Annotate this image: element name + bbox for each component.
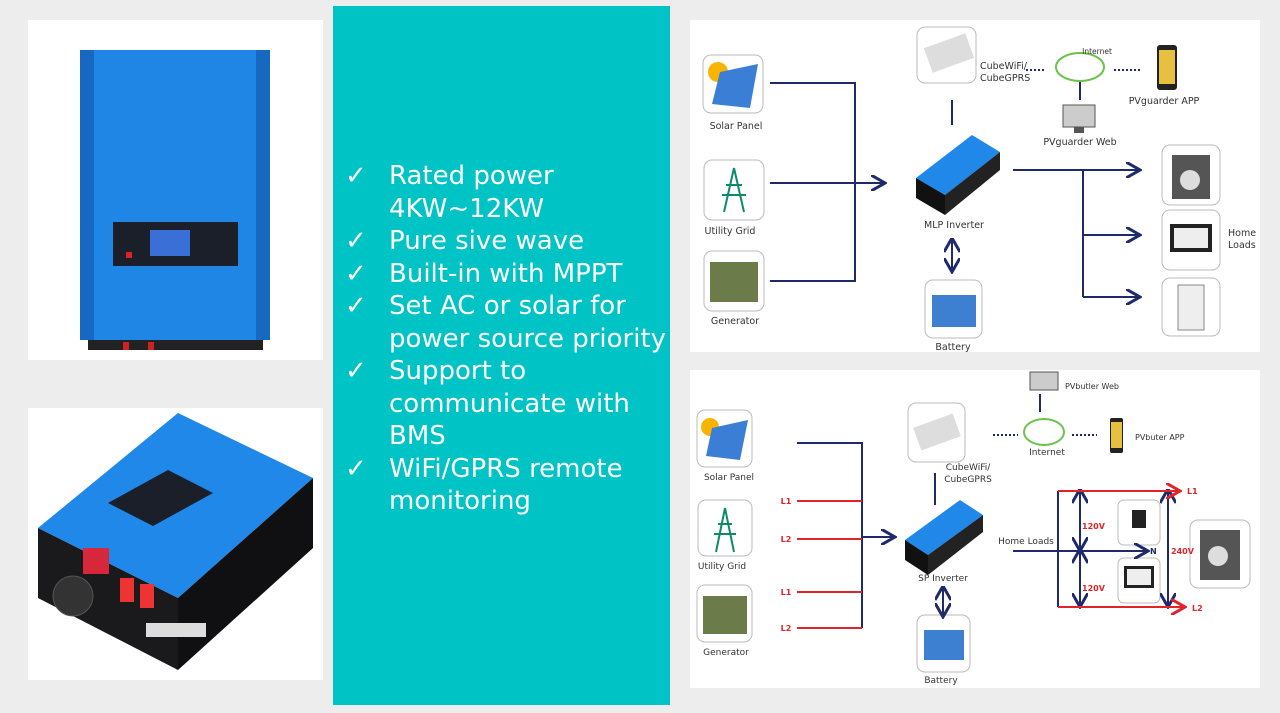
l1-label: L1 [781,497,792,506]
out-l2-label: L2 [1192,604,1203,613]
wifi-label-1: CubeWiFi/ [946,463,991,473]
grid-label: Utility Grid [705,226,756,237]
feature-text: power source priority [389,323,667,354]
v120-bottom-label: 120V [1082,584,1106,593]
wifi-label-1: CubeWiFi/ [980,61,1028,72]
check-icon: ✓ [345,291,367,321]
cloud-icon [1023,418,1065,446]
internet-label: Internet [1029,448,1065,458]
feature-text: BMS [389,421,446,451]
check-icon: ✓ [345,161,367,191]
out-l1-label: L1 [1187,487,1198,496]
internet-label: Internet [1082,47,1112,56]
mlp-inverter-diagram: Solar Panel Utility Grid Generator MLP I… [690,20,1260,353]
wifi-label-2: CubeGPRS [944,475,992,485]
generator-label: Generator [711,316,759,327]
check-icon: ✓ [345,453,367,484]
inverter-front-photo [28,20,323,360]
web-label: PVguarder Web [1043,137,1116,148]
check-icon: ✓ [345,356,367,386]
inverter-label: MLP Inverter [924,220,984,231]
feature-text: WiFi/GPRS remote [389,453,623,484]
feature-text: Rated power [389,161,554,191]
monitor-icon [1062,104,1096,128]
grid-label: Utility Grid [698,562,746,572]
app-label: PVbuter APP [1135,433,1185,442]
feature-text: Set AC or solar for [389,291,626,321]
l1-label: L1 [781,588,792,597]
l2-label: L2 [781,535,792,544]
feature-text: 4KW~12KW [389,193,545,224]
battery-label: Battery [924,676,958,686]
loads-label-1: Home [1228,228,1256,239]
feature-text: Support to [389,356,527,386]
battery-label: Battery [935,342,971,352]
inverter-angled-photo [28,408,323,680]
home-loads-label: Home Loads [998,537,1054,547]
cloud-icon [1055,52,1105,82]
feature-text: communicate with [389,388,630,419]
l2-label: L2 [781,624,792,633]
sp-inverter-diagram: Solar Panel Utility Grid Generator SP In… [690,370,1260,688]
utility-grid-icon [703,159,765,221]
app-label: PVguarder APP [1129,96,1200,107]
inverter-label: SP Inverter [918,574,968,584]
features-panel [333,6,670,705]
loads-label-2: Loads [1228,240,1256,251]
feature-text: Pure sive wave [389,226,585,256]
v120-top-label: 120V [1082,522,1106,531]
generator-label: Generator [703,648,749,658]
feature-text: monitoring [389,486,531,516]
n-label: N [1150,547,1157,556]
check-icon: ✓ [345,226,367,256]
solar-label: Solar Panel [710,121,763,132]
web-label: PVbutler Web [1065,382,1119,391]
check-icon: ✓ [345,258,367,289]
solar-label: Solar Panel [704,473,754,483]
feature-text: Built-in with MPPT [389,258,623,289]
utility-grid-icon [697,499,753,557]
wifi-label-2: CubeGPRS [980,73,1030,84]
monitor-icon [1029,371,1059,391]
v240-label: 240V [1171,547,1195,556]
